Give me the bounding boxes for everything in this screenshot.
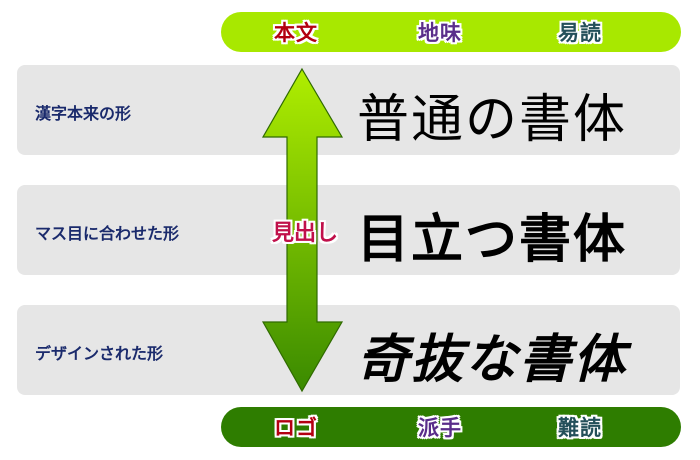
row-sample: 目立つ書体 <box>357 210 628 270</box>
top-label-plain: 地味 <box>418 21 462 45</box>
bottom-label-logo: ロゴ <box>274 416 318 440</box>
row-label: 漢字本来の形 <box>35 104 132 123</box>
bottom-label-hard-to-read: 難読 <box>558 416 602 440</box>
row-unusual: デザインされた形 奇抜な書体 <box>17 305 680 395</box>
bottom-scale-bar: ロゴ 派手 難読 <box>221 407 681 447</box>
bottom-label-flashy: 派手 <box>418 416 462 440</box>
arrow-label-heading: 見出し <box>272 221 339 246</box>
row-sample: 奇抜な書体 <box>357 329 628 390</box>
row-standard: 漢字本来の形 普通の書体 <box>17 65 680 155</box>
top-scale-bar: 本文 地味 易読 <box>221 12 681 52</box>
row-label: デザインされた形 <box>35 344 164 363</box>
row-label: マス目に合わせた形 <box>35 224 180 243</box>
row-sample: 普通の書体 <box>357 90 628 150</box>
top-label-body: 本文 <box>274 21 318 45</box>
row-prominent: マス目に合わせた形 目立つ書体 <box>17 185 680 275</box>
top-label-readable: 易読 <box>558 21 602 45</box>
